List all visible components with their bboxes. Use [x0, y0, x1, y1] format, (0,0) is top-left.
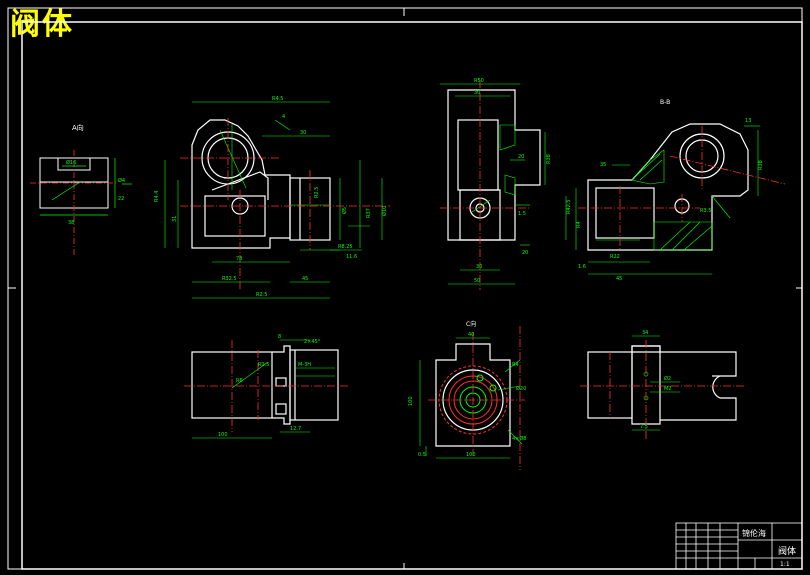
svg-text:R37: R37 [366, 208, 372, 218]
svg-text:R38: R38 [758, 160, 764, 170]
svg-text:R2.5: R2.5 [258, 362, 269, 368]
svg-text:30: 30 [476, 264, 482, 270]
svg-text:M-3H: M-3H [298, 362, 311, 368]
svg-text:22: 22 [118, 196, 124, 202]
svg-text:Ø16: Ø16 [66, 159, 76, 166]
view-a-label: A向 [72, 123, 84, 132]
svg-text:12.7: 12.7 [290, 426, 301, 432]
svg-text:31: 31 [172, 216, 178, 222]
view-c: C向 40 [408, 320, 527, 470]
svg-text:100: 100 [408, 396, 414, 406]
svg-text:45: 45 [302, 276, 308, 282]
svg-text:4×Ø8: 4×Ø8 [512, 435, 527, 442]
svg-text:R38: R38 [546, 154, 552, 164]
svg-text:R4.4: R4.4 [154, 191, 160, 202]
svg-text:Ø10: Ø10 [381, 206, 388, 216]
svg-text:R42.5: R42.5 [566, 199, 572, 214]
svg-text:Ø5: Ø5 [341, 207, 348, 214]
svg-text:R4: R4 [576, 221, 582, 228]
svg-text:R22: R22 [610, 254, 620, 260]
svg-text:R8.25: R8.25 [338, 244, 353, 250]
svg-text:45: 45 [616, 276, 622, 282]
view-bb: B-B [565, 99, 786, 282]
svg-text:R2.5: R2.5 [314, 187, 320, 198]
view-a: A向 Ø16 38 Ø4 22 [30, 123, 132, 255]
title-block-part-name: 阀体 [778, 545, 796, 557]
svg-text:1.5: 1.5 [518, 211, 526, 217]
svg-text:30: 30 [474, 90, 480, 96]
svg-text:R4: R4 [512, 362, 519, 368]
title-block-scale: 1:1 [780, 561, 790, 568]
view-bb-label: B-B [660, 99, 670, 106]
svg-text:Ø2: Ø2 [664, 375, 671, 382]
svg-text:34: 34 [642, 330, 648, 336]
svg-text:30: 30 [300, 130, 306, 136]
svg-text:Ø4: Ø4 [118, 177, 125, 184]
svg-text:20: 20 [518, 154, 524, 160]
svg-text:100: 100 [466, 452, 476, 458]
svg-text:2×45°: 2×45° [304, 339, 321, 345]
svg-text:R2.5: R2.5 [256, 292, 267, 298]
svg-text:R3.5: R3.5 [700, 208, 711, 214]
view-bottom-left: 100 12.7 8 2×45° M-3H R6 R2.5 [184, 334, 350, 439]
title-block: 锦伦海 阀体 1:1 [675, 522, 803, 570]
svg-text:R32.5: R32.5 [222, 276, 237, 282]
svg-text:R50: R50 [474, 78, 484, 84]
svg-text:R4.5: R4.5 [272, 96, 283, 102]
sheet-border [7, 7, 803, 570]
svg-text:8: 8 [278, 334, 281, 340]
svg-text:11.6: 11.6 [346, 254, 357, 260]
svg-text:0.5: 0.5 [418, 452, 426, 458]
svg-text:4: 4 [282, 114, 285, 120]
svg-text:78: 78 [236, 256, 242, 262]
view-bottom-right: 34 7.5 Ø2 M2 [580, 330, 745, 440]
view-c-label: C向 [466, 320, 476, 328]
svg-text:13: 13 [745, 118, 751, 124]
drawing-title: 阀体 [10, 7, 74, 42]
svg-text:Ø20: Ø20 [516, 385, 526, 392]
svg-text:35: 35 [600, 162, 606, 168]
svg-text:100: 100 [218, 432, 228, 438]
svg-text:R6: R6 [236, 378, 243, 384]
view-side: R50 30 R38 20 1.5 20 30 50 [440, 78, 552, 290]
title-block-company: 锦伦海 [742, 528, 766, 538]
svg-text:1.6: 1.6 [578, 264, 586, 270]
svg-text:7.5: 7.5 [640, 424, 648, 430]
view-front: R4.5 30 R4.4 31 R2.5 Ø5 R37 Ø10 78 R32.5… [154, 96, 390, 299]
svg-text:20: 20 [522, 250, 528, 256]
svg-text:40: 40 [468, 332, 474, 338]
svg-text:M2: M2 [664, 386, 672, 392]
svg-text:50: 50 [474, 278, 480, 284]
svg-text:38: 38 [68, 220, 74, 226]
